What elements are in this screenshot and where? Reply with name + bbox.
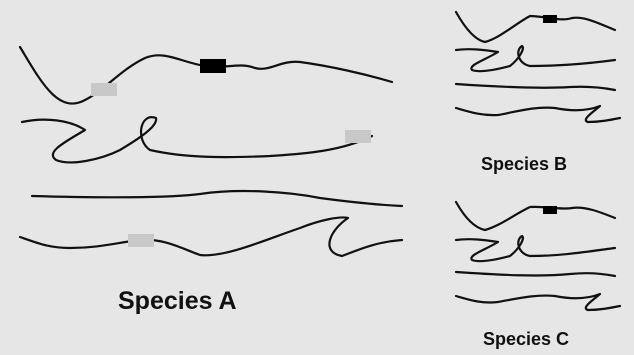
species-a-strand-4 (20, 217, 402, 256)
species-a-panel (20, 47, 402, 256)
species-a-marker-3 (345, 130, 371, 143)
species-a-strand-3 (32, 191, 402, 206)
species-c-label: Species C (483, 329, 569, 350)
species-c-marker-1 (543, 206, 557, 214)
species-a-marker-1 (91, 83, 117, 96)
species-b-strand-2 (456, 46, 615, 71)
species-a-strand-2 (22, 117, 372, 162)
species-b-strand-3 (456, 84, 615, 90)
species-c-strand-4 (456, 294, 620, 310)
species-a-marker-4 (128, 234, 154, 247)
species-c-panel (456, 202, 620, 310)
species-c-strand-2 (456, 236, 615, 261)
species-b-panel (456, 12, 620, 122)
species-b-strand-1 (456, 12, 615, 42)
species-a-strand-1 (20, 47, 392, 104)
species-b-strand-4 (456, 106, 620, 122)
species-c-strand-3 (456, 272, 615, 276)
species-c-strand-1 (456, 202, 615, 230)
species-b-marker-1 (543, 15, 557, 23)
species-b-label: Species B (481, 154, 567, 175)
species-a-marker-2 (200, 59, 226, 73)
species-a-label: Species A (118, 287, 237, 316)
